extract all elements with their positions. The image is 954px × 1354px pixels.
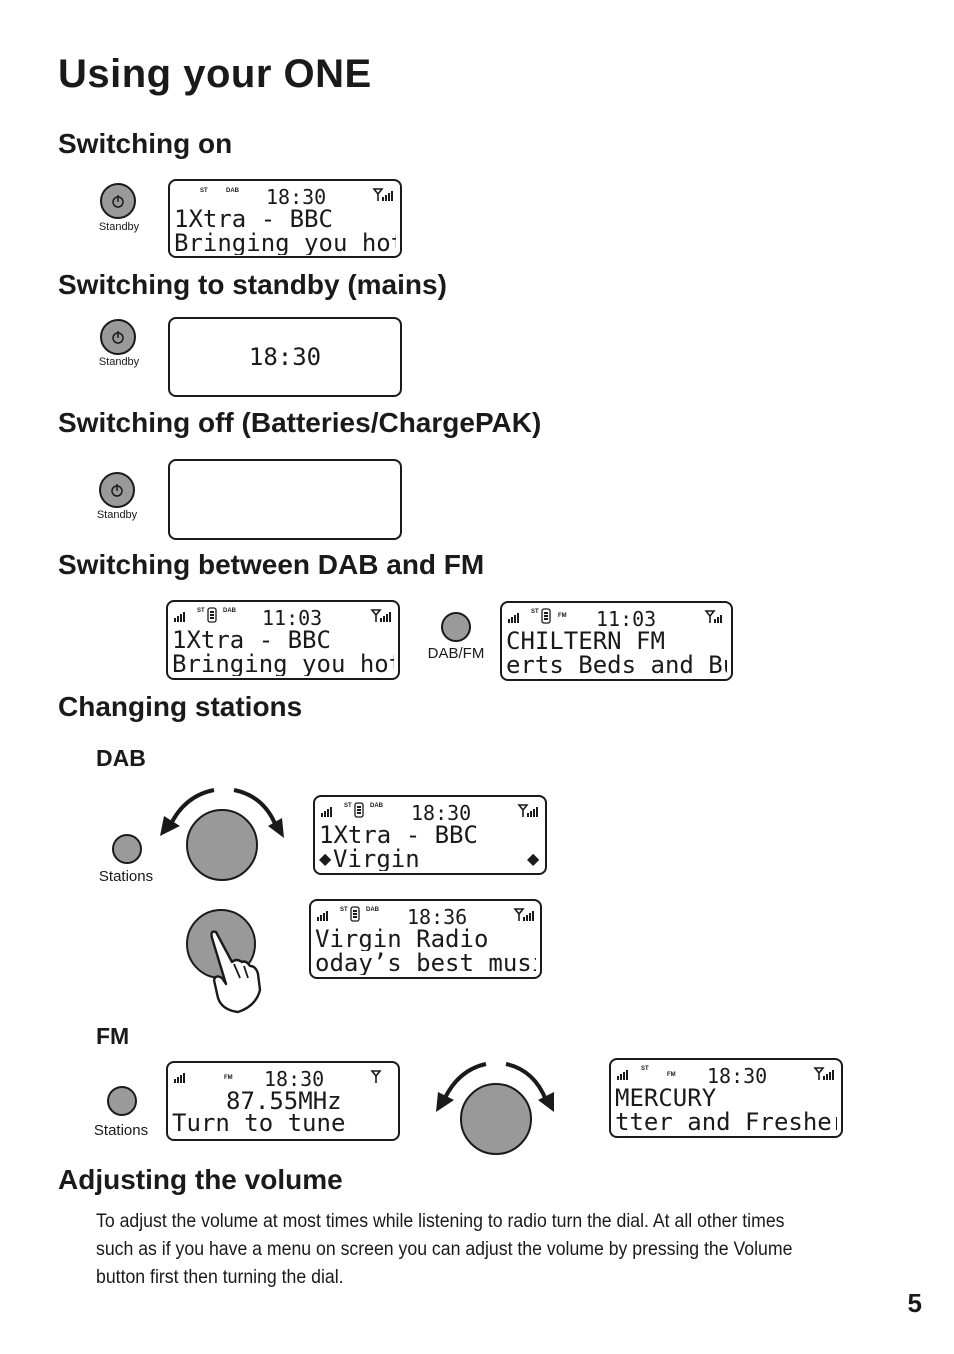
signal-strength-icon — [617, 1070, 628, 1080]
clock: 11:03 — [262, 606, 323, 630]
battery-icon — [350, 906, 360, 922]
battery-icon — [541, 608, 551, 624]
subheading-dab: DAB — [96, 745, 146, 771]
clock: 18:36 — [407, 905, 468, 929]
power-icon — [112, 195, 124, 208]
display-switching-on: ST DAB 18:30 1Xtra - BBC Bringing you ho… — [168, 179, 402, 258]
st-tag: ST — [200, 188, 208, 194]
display-line-1: 1Xtra - BBC — [174, 207, 333, 231]
antenna-signal-icon — [370, 609, 391, 622]
signal-strength-icon — [174, 1073, 185, 1083]
standby-button[interactable] — [99, 472, 135, 508]
display-line-2: Virgin — [333, 847, 420, 871]
right-arrow-icon: ◆ — [527, 851, 540, 868]
page-title: Using your ONE — [58, 52, 372, 96]
power-icon — [111, 484, 123, 497]
pointing-hand-icon — [210, 930, 262, 1014]
heading-standby: Switching to standby (mains) — [58, 269, 447, 300]
display-dab: ST DAB 11:03 1Xtra - BBC Bringing you ho… — [166, 600, 400, 680]
fm-tag: FM — [558, 613, 567, 619]
display-line-2: Turn to tune — [172, 1111, 346, 1135]
display-line-2: tter and Fresher — [615, 1110, 837, 1134]
dab-fm-button[interactable] — [441, 612, 471, 642]
signal-strength-icon — [174, 612, 185, 622]
heading-volume: Adjusting the volume — [58, 1164, 343, 1195]
display-off — [168, 459, 402, 540]
display-line-2: Bringing you hot — [172, 652, 394, 676]
standby-button[interactable] — [100, 183, 136, 219]
standby-button[interactable] — [100, 319, 136, 355]
display-dab-select: ST DAB 18:36 Virgin Radio oday’s best mu… — [309, 899, 542, 979]
display-fm-found: ST FM 18:30 MERCURY tter and Fresher — [609, 1058, 843, 1138]
stations-button[interactable] — [107, 1086, 137, 1116]
fm-tag: FM — [224, 1075, 233, 1081]
st-tag: ST — [344, 803, 352, 809]
dab-fm-label: DAB/FM — [427, 645, 485, 662]
standby-label: Standby — [98, 356, 140, 368]
rotate-arrow-icon — [436, 1062, 554, 1112]
clock: 11:03 — [596, 607, 657, 631]
display-line-1: CHILTERN FM — [506, 629, 665, 653]
display-fm-tune: FM 18:30 87.55MHz Turn to tune — [166, 1061, 400, 1141]
antenna-signal-icon — [813, 1067, 834, 1080]
dab-tag: DAB — [370, 803, 383, 809]
display-line-2: Bringing you hot — [174, 231, 396, 255]
standby-label: Standby — [98, 221, 140, 233]
clock: 18:30 — [707, 1064, 768, 1088]
dab-tag: DAB — [223, 608, 236, 614]
stations-label: Stations — [93, 1122, 149, 1139]
battery-icon — [354, 802, 364, 818]
stations-label: Stations — [98, 868, 154, 885]
battery-icon — [207, 607, 217, 623]
signal-strength-icon — [317, 911, 328, 921]
heading-changing-stations: Changing stations — [58, 691, 303, 722]
dab-tag: DAB — [366, 907, 379, 913]
rotate-arrow-icon — [160, 788, 284, 838]
antenna-signal-icon — [517, 804, 538, 817]
display-line-2: erts Beds and Bu — [506, 653, 727, 677]
st-tag: ST — [197, 608, 205, 614]
antenna-signal-icon — [513, 908, 534, 921]
left-arrow-icon: ◆ — [319, 851, 332, 868]
st-tag: ST — [641, 1066, 649, 1072]
page-number: 5 — [907, 1288, 922, 1318]
signal-strength-icon — [508, 613, 519, 623]
antenna-signal-icon — [372, 188, 393, 201]
display-line-1: 1Xtra - BBC — [172, 628, 331, 652]
power-icon — [112, 331, 124, 344]
tuning-dial[interactable] — [460, 1083, 532, 1155]
display-standby: 18:30 — [168, 317, 402, 397]
display-line-1: 87.55MHz — [226, 1089, 342, 1113]
clock: 18:30 — [264, 1067, 325, 1091]
dab-tag: DAB — [226, 188, 239, 194]
display-line-1: 1Xtra - BBC — [319, 823, 478, 847]
display-line-1: Virgin Radio — [315, 927, 489, 951]
standby-label: Standby — [96, 509, 138, 521]
clock: 18:30 — [411, 801, 472, 825]
display-fm: ST FM 11:03 CHILTERN FM erts Beds and Bu — [500, 601, 733, 681]
fm-tag: FM — [667, 1072, 676, 1078]
stations-button[interactable] — [112, 834, 142, 864]
tuning-dial[interactable] — [186, 809, 258, 881]
signal-strength-icon — [321, 807, 332, 817]
st-tag: ST — [340, 907, 348, 913]
volume-instructions: To adjust the volume at most times while… — [96, 1211, 793, 1288]
display-line-2: oday’s best musi — [315, 951, 536, 975]
heading-switching-off: Switching off (Batteries/ChargePAK) — [58, 407, 542, 438]
standby-clock: 18:30 — [248, 343, 322, 371]
heading-switching-on: Switching on — [58, 128, 233, 159]
antenna-icon — [370, 1070, 382, 1083]
heading-dab-fm: Switching between DAB and FM — [58, 549, 485, 580]
st-tag: ST — [531, 609, 539, 615]
display-dab-browse: ST DAB 18:30 1Xtra - BBC ◆ Virgin ◆ — [313, 795, 547, 875]
subheading-fm: FM — [96, 1023, 130, 1049]
display-line-1: MERCURY — [615, 1086, 717, 1110]
clock: 18:30 — [266, 185, 327, 209]
antenna-signal-icon — [704, 610, 722, 623]
